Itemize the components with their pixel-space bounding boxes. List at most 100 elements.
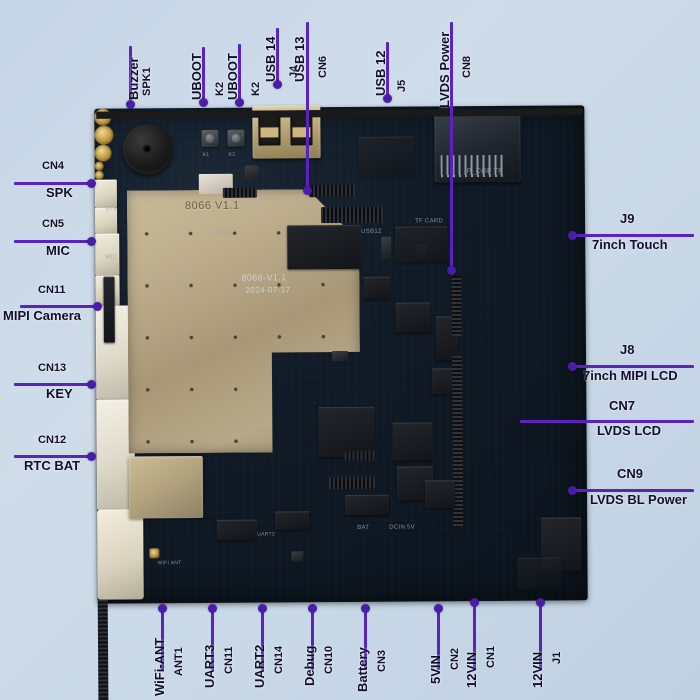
lead-touch (572, 234, 694, 237)
label-buzzer-code: SPK1 (141, 67, 153, 96)
chip-small (395, 226, 448, 263)
pin-header (328, 476, 375, 490)
knob-mipi-lcd (568, 362, 577, 371)
label-lvds-lcd-code: CN7 (609, 398, 636, 413)
shield-dot (235, 440, 238, 443)
lead-uboot-k1 (202, 47, 205, 104)
label-uart2: UART2 (252, 644, 267, 688)
silk-date: 2024-07-17 (245, 285, 291, 295)
lead-usb14 (276, 28, 279, 86)
shield-dot (190, 388, 193, 391)
knob-12vin-j1 (536, 598, 545, 607)
shield-dot (278, 335, 281, 338)
lead-uboot-k2 (238, 44, 241, 104)
wifi-module (128, 455, 204, 519)
capacitor (331, 350, 349, 362)
knob-debug (308, 604, 317, 613)
connector-ant1-wifi[interactable] (149, 548, 160, 559)
knob-buzzer (126, 100, 135, 109)
connector-cn7-lvds-lcd[interactable] (97, 599, 110, 700)
silk-k2: K2 (228, 151, 236, 158)
button-k2[interactable] (227, 129, 245, 147)
knob-spk (87, 179, 96, 188)
lead-spk (14, 182, 92, 185)
lead-lvds-power (450, 22, 453, 272)
buzzer-component (122, 124, 173, 175)
knob-uart3 (208, 604, 217, 613)
label-debug-code: CN10 (323, 645, 335, 674)
knob-usb14 (273, 80, 282, 89)
lead-key (14, 383, 92, 386)
label-12vin-j1-code: J1 (551, 651, 563, 664)
pin-header (308, 184, 355, 198)
knob-battery (361, 604, 370, 613)
shield-label: 8066 V1.1 (184, 199, 240, 213)
lead-uart2 (261, 608, 264, 670)
knob-uboot-k1 (199, 98, 208, 107)
knob-lvds-power (447, 266, 456, 275)
label-usb12: USB 12 (373, 50, 388, 96)
knob-12vin-cn1 (470, 598, 479, 607)
knob-touch (568, 231, 577, 240)
knob-rtc-bat (87, 452, 96, 461)
silk-rtc: RTC (280, 270, 296, 278)
label-lvds-lcd: LVDS LCD (597, 423, 662, 438)
shield-dot (234, 388, 237, 391)
usb-tongue (260, 127, 279, 138)
soc-chip (287, 224, 362, 270)
label-uboot-k2-code: K2 (250, 81, 262, 96)
lead-lvds-bl-power (572, 489, 694, 492)
connector-cn11-mipi-camera[interactable] (103, 276, 115, 343)
label-usb13-code: CN6 (317, 55, 329, 78)
silk-usb11: USB11 (213, 229, 234, 236)
lead-battery (364, 608, 367, 670)
knob-wifi-ant (158, 604, 167, 613)
lead-usb12 (386, 42, 389, 100)
silk-tf-card: TF CARD (415, 218, 444, 225)
shield-dot (322, 335, 325, 338)
label-lvds-power: LVDS Power (437, 31, 452, 108)
silk-dcin: DCIN 5V (389, 524, 416, 531)
chip-small (363, 276, 390, 299)
knob-uboot-k2 (235, 98, 244, 107)
capacitor (244, 165, 259, 180)
label-uart3: UART3 (202, 644, 217, 688)
label-lvds-power-code: CN8 (461, 55, 473, 78)
label-rtc-bat: RTC BAT (24, 458, 81, 473)
silk-mic: MIC (105, 254, 118, 261)
label-spk: SPK (46, 185, 73, 200)
knob-mic (87, 237, 96, 246)
label-usb13: USB 13 (292, 36, 307, 82)
chip-small (344, 494, 390, 515)
shield-dot (190, 284, 193, 287)
label-uboot-k2: UBOOT (225, 53, 240, 100)
silk-usb12: USB12 (361, 228, 382, 235)
label-battery: Battery (355, 647, 370, 692)
knob-mipi-camera (93, 302, 102, 311)
lead-12vin-cn1 (473, 602, 476, 670)
capacitor (291, 551, 304, 562)
usb-port-upper (258, 113, 281, 146)
label-uboot-k1: UBOOT (189, 53, 204, 100)
label-uart3-code: CN11 (223, 646, 235, 674)
label-wifi-ant: WiFi-ANT (152, 637, 167, 696)
lead-mipi-lcd (572, 365, 694, 368)
label-wifi-ant-code: ANT1 (173, 647, 185, 676)
label-touch-code: J9 (620, 211, 635, 226)
label-mic: MIC (46, 243, 70, 258)
button-k1[interactable] (201, 129, 219, 147)
knob-usb12 (383, 94, 392, 103)
shield-dot (145, 232, 148, 235)
label-spk-code: CN4 (42, 160, 65, 172)
label-mipi-lcd-code: J8 (620, 342, 635, 357)
memory-chip (318, 406, 375, 458)
lead-5vin (437, 608, 440, 670)
shield-dot (146, 388, 149, 391)
label-12vin-cn1: 12VIN (464, 651, 479, 688)
lead-lvds-lcd (520, 420, 694, 423)
label-mic-code: CN5 (42, 218, 65, 230)
silk-k1: K1 (202, 151, 210, 158)
shield-dot (277, 231, 280, 234)
shield-dot (233, 232, 236, 235)
